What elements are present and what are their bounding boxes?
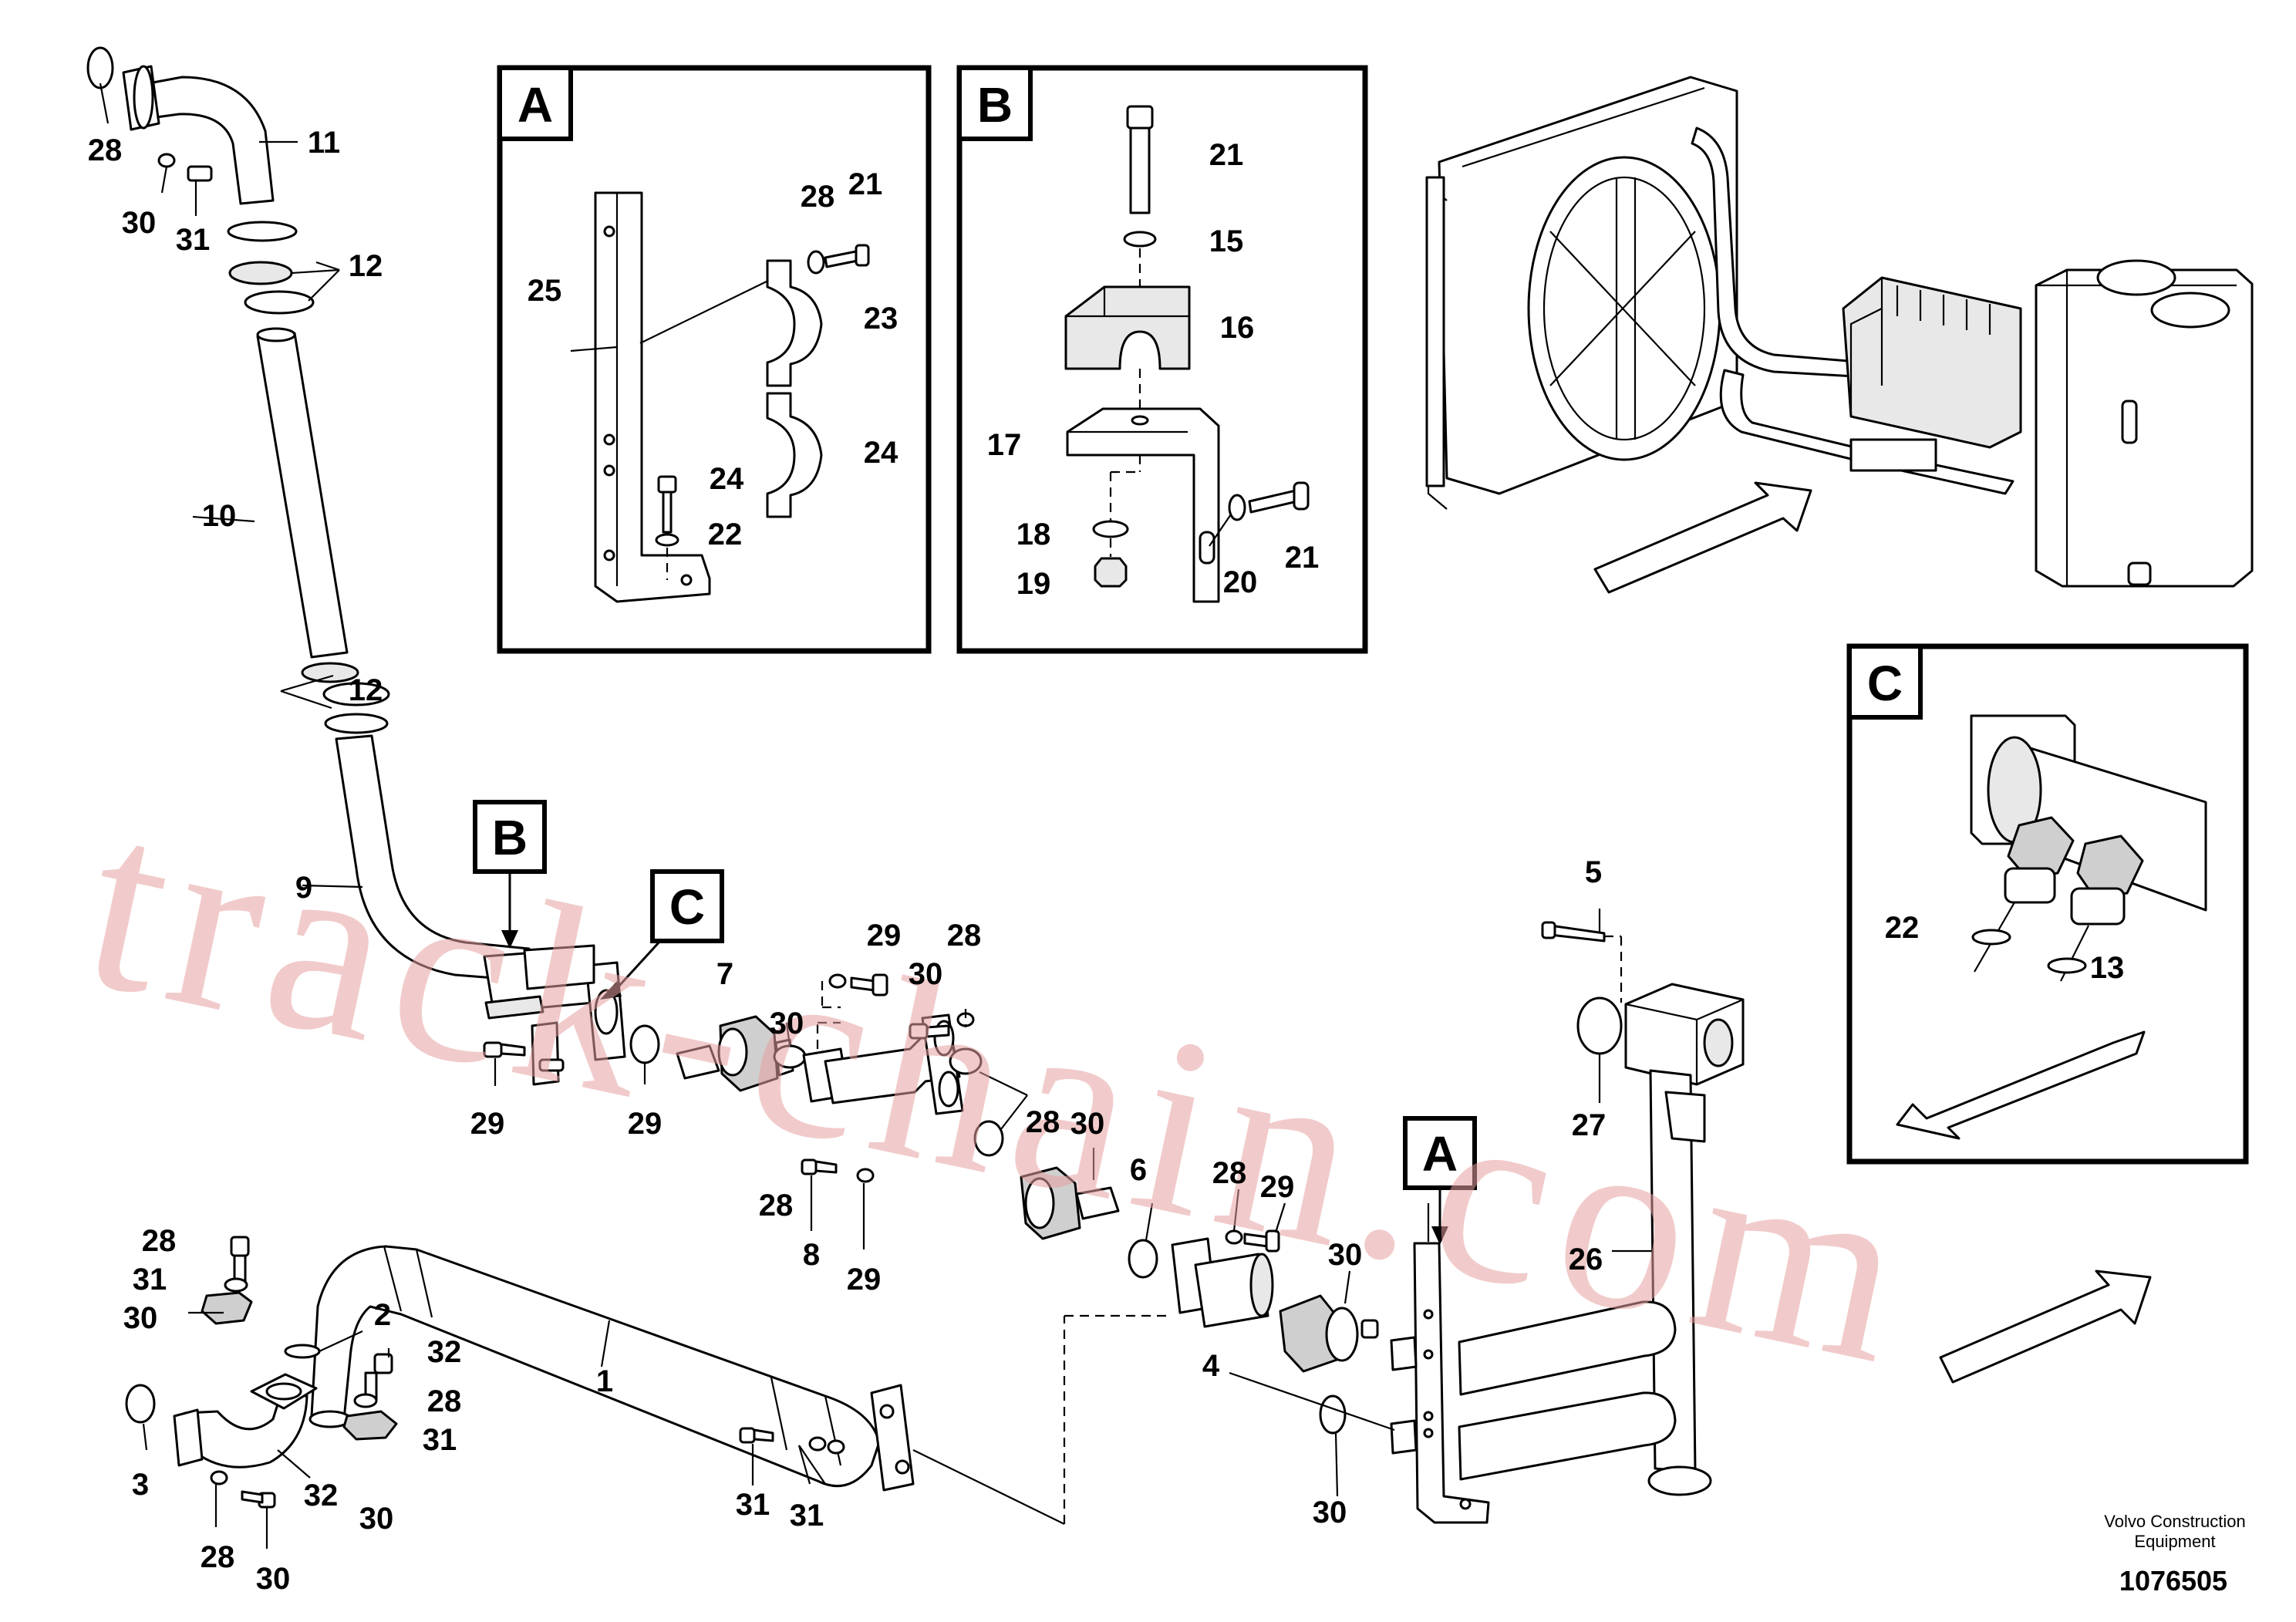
part-label-18: 18 <box>1017 518 1051 551</box>
part-label-17: 17 <box>987 428 1022 462</box>
part-label-29: 29 <box>847 1263 882 1297</box>
part-label-24: 24 <box>710 462 744 496</box>
detail-box-a-letter: A <box>518 77 553 133</box>
detail-box-a: A <box>497 65 932 654</box>
detail-box-b-letter: B <box>977 77 1013 133</box>
part-label-30: 30 <box>1328 1238 1363 1272</box>
part-label-21: 21 <box>1285 541 1320 575</box>
part-label-22: 22 <box>1885 911 1920 945</box>
part-label-19: 19 <box>1017 567 1051 601</box>
part-label-15: 15 <box>1209 224 1244 258</box>
part-label-32: 32 <box>427 1335 462 1369</box>
callout-tag-a: A <box>1403 1116 1477 1245</box>
part-label-30: 30 <box>1070 1107 1105 1141</box>
part-label-28: 28 <box>759 1189 794 1222</box>
part-label-28: 28 <box>947 919 982 953</box>
drawing-number: 1076505 <box>2119 1565 2227 1597</box>
part-label-16: 16 <box>1220 311 1255 345</box>
part-label-30: 30 <box>256 1562 291 1596</box>
part-label-11: 11 <box>308 126 340 160</box>
part-label-28: 28 <box>88 133 123 167</box>
part-label-30: 30 <box>1313 1496 1347 1529</box>
part-label-2: 2 <box>374 1298 391 1332</box>
part-label-28: 28 <box>1212 1156 1247 1190</box>
part-label-9: 9 <box>295 871 312 905</box>
part-label-30: 30 <box>123 1301 158 1335</box>
part-label-27: 27 <box>1572 1108 1607 1142</box>
callout-tag-c: C <box>600 869 724 1000</box>
part-label-25: 25 <box>528 274 562 308</box>
part-label-21: 21 <box>848 167 883 201</box>
part-label-29: 29 <box>628 1107 663 1141</box>
part-label-3: 3 <box>132 1468 149 1502</box>
part-label-29: 29 <box>867 919 902 953</box>
part-label-22: 22 <box>708 518 743 551</box>
part-label-6: 6 <box>1130 1153 1147 1187</box>
detail-box-b: B <box>956 65 1368 654</box>
part-label-4: 4 <box>1202 1349 1220 1383</box>
part-label-30: 30 <box>359 1502 394 1536</box>
detail-box-c: C <box>1846 643 2249 1165</box>
part-label-20: 20 <box>1223 565 1258 599</box>
part-label-29: 29 <box>470 1107 505 1141</box>
part-label-30: 30 <box>909 957 943 991</box>
part-label-31: 31 <box>423 1423 457 1457</box>
part-label-31: 31 <box>736 1488 770 1522</box>
brand-line-2: Equipment <box>2134 1532 2215 1551</box>
part-label-29: 29 <box>1260 1170 1295 1204</box>
part-label-24: 24 <box>864 436 899 470</box>
callout-tag-a-letter: A <box>1422 1126 1458 1182</box>
part-label-28: 28 <box>1026 1105 1060 1139</box>
callout-tag-b-letter: B <box>492 810 528 865</box>
brand-line-1: Volvo Construction <box>2104 1512 2245 1531</box>
part-label-12: 12 <box>349 249 383 283</box>
part-label-8: 8 <box>803 1238 820 1272</box>
part-label-5: 5 <box>1585 855 1602 889</box>
part-label-31: 31 <box>176 223 211 257</box>
callout-tag-b: B <box>473 800 547 949</box>
overview-illustration <box>1425 76 2254 594</box>
part-label-28: 28 <box>427 1384 462 1418</box>
part-label-12: 12 <box>349 673 383 707</box>
part-label-7: 7 <box>716 957 733 991</box>
part-label-30: 30 <box>122 206 157 240</box>
part-label-28: 28 <box>801 180 835 214</box>
part-label-31: 31 <box>133 1263 167 1297</box>
footer: Volvo Construction Equipment 1076505 <box>2104 1512 2245 1597</box>
part-label-21: 21 <box>1209 138 1244 172</box>
part-label-32: 32 <box>304 1479 339 1512</box>
part-label-28: 28 <box>142 1224 177 1258</box>
part-label-30: 30 <box>770 1007 804 1040</box>
part-label-23: 23 <box>864 302 899 336</box>
part-label-13: 13 <box>2090 951 2125 985</box>
part-label-28: 28 <box>201 1540 235 1574</box>
main-assembly <box>86 46 2152 1549</box>
callout-tag-c-letter: C <box>669 879 705 935</box>
detail-box-c-letter: C <box>1867 656 1903 711</box>
part-label-10: 10 <box>202 499 237 533</box>
part-label-31: 31 <box>790 1499 824 1533</box>
part-label-1: 1 <box>596 1364 613 1398</box>
part-label-26: 26 <box>1569 1243 1603 1276</box>
